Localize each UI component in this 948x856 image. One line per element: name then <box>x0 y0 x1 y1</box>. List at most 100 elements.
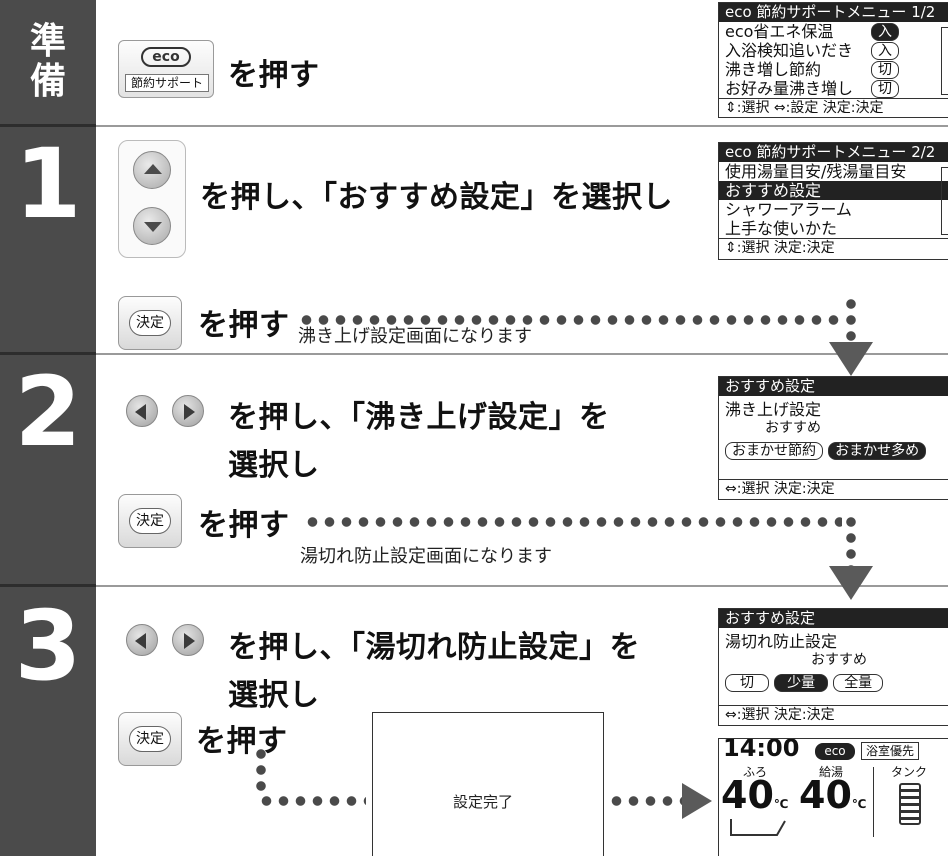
kettei-label: 決定 <box>129 310 171 336</box>
shortage-recommend: おすすめ <box>811 652 867 668</box>
boil-options: おまかせ節約 おまかせ多め <box>719 438 948 460</box>
menu1-row: 沸き増し節約切 <box>719 60 948 79</box>
done-label: 設定完了 <box>453 793 514 811</box>
arrow-right-icon <box>682 783 712 819</box>
kettei-label: 決定 <box>129 508 171 534</box>
step3-instruction-line2: 選択し <box>228 678 320 713</box>
right-button[interactable] <box>172 624 204 656</box>
menu2-screen: eco 節約サポートメニュー 2/2 使用湯量目安/残湯量目安 おすすめ設定 シ… <box>718 142 948 260</box>
eco-logo: eco <box>141 47 191 67</box>
divider <box>96 125 948 127</box>
step-sidebar <box>0 0 96 856</box>
menu2-row-selected: おすすめ設定 <box>719 181 948 200</box>
left-arrow-icon <box>135 404 146 420</box>
home-mode: 浴室優先 <box>861 742 920 760</box>
menu2-header: eco 節約サポートメニュー 2/2 <box>719 143 948 162</box>
kettei-label: 決定 <box>129 726 171 752</box>
step1-result: 沸き上げ設定画面になります <box>298 326 532 347</box>
step2-instruction: を押し、「沸き上げ設定」を <box>228 400 610 435</box>
eco-support-label: 節約サポート <box>125 74 209 92</box>
shortage-option: 全量 <box>833 674 884 692</box>
divider <box>873 767 874 837</box>
tank-label: タンク <box>891 765 928 779</box>
arrow-down-icon <box>829 342 873 376</box>
shortage-footer: ⇔:選択 決定:決定 <box>719 705 948 725</box>
shortage-option-selected: 少量 <box>774 674 829 692</box>
left-button[interactable] <box>126 395 158 427</box>
step-1-label: 1 <box>14 128 82 240</box>
boil-option-selected: おまかせ多め <box>828 442 927 460</box>
menu2-row: 使用湯量目安/残湯量目安 <box>725 162 907 181</box>
bathtub-icon <box>730 819 786 836</box>
step2-press: を押す <box>198 508 290 543</box>
up-arrow-icon <box>144 164 162 174</box>
step-3-label: 3 <box>14 590 82 702</box>
up-button[interactable] <box>133 151 171 189</box>
right-arrow-icon <box>184 404 195 420</box>
menu1-row: eco省エネ保温入 <box>719 22 948 41</box>
tank-icon <box>899 783 921 825</box>
divider <box>96 353 948 355</box>
menu1-scrollbar <box>941 27 948 95</box>
flow-dots <box>258 796 366 806</box>
left-button[interactable] <box>126 624 158 656</box>
kettei-button[interactable]: 決定 <box>118 712 182 766</box>
eco-support-button[interactable]: eco 節約サポート <box>118 40 214 98</box>
step3-instruction: を押し、「湯切れ防止設定」を <box>228 630 640 665</box>
supply-temp: 40℃ <box>799 773 867 817</box>
menu2-row: シャワーアラーム <box>725 200 852 219</box>
bath-temp: 40℃ <box>721 773 789 817</box>
flow-dots <box>298 315 842 325</box>
shortage-screen: おすすめ設定 湯切れ防止設定 おすすめ 切 少量 全量 ⇔:選択 決定:決定 <box>718 608 948 726</box>
boil-screen: おすすめ設定 沸き上げ設定 おすすめ おまかせ節約 おまかせ多め ⇔:選択 決定… <box>718 376 948 500</box>
boil-recommend: おすすめ <box>765 420 821 436</box>
shortage-option: 切 <box>725 674 769 692</box>
home-screen: 14:00 eco 浴室優先 ふろ 給湯 タンク 40℃ 40℃ <box>718 738 948 856</box>
flow-dots <box>256 746 266 792</box>
step3-press: を押す <box>196 724 288 759</box>
supply-label: 給湯 <box>819 765 844 779</box>
right-button[interactable] <box>172 395 204 427</box>
prep-instruction: を押す <box>228 58 320 93</box>
boil-header: おすすめ設定 <box>719 377 948 396</box>
home-time: 14:00 <box>723 738 800 762</box>
boil-line: 沸き上げ設定 <box>725 400 822 419</box>
step1-press: を押す <box>198 308 290 343</box>
menu1-screen: eco 節約サポートメニュー 1/2 eco省エネ保温入 入浴検知追いだき入 沸… <box>718 2 948 118</box>
done-box: 設定完了 <box>372 712 604 856</box>
boil-footer: ⇔:選択 決定:決定 <box>719 479 948 499</box>
left-arrow-icon <box>135 633 146 649</box>
kettei-button[interactable]: 決定 <box>118 296 182 350</box>
menu2-scrollbar <box>941 167 948 235</box>
flow-dots <box>846 296 856 344</box>
prep-label: 準備 <box>29 21 66 102</box>
step1-instruction: を押し、「おすすめ設定」を選択し <box>200 180 673 215</box>
menu2-footer: ⇕:選択 決定:決定 <box>719 238 948 258</box>
down-arrow-icon <box>144 222 162 232</box>
boil-option: おまかせ節約 <box>725 442 823 460</box>
home-eco: eco <box>815 743 855 760</box>
menu1-footer: ⇕:選択 ⇔:設定 決定:決定 <box>719 98 948 117</box>
menu1-header: eco 節約サポートメニュー 1/2 <box>719 3 948 22</box>
divider <box>96 585 948 587</box>
menu1-row: 入浴検知追いだき入 <box>719 41 948 60</box>
step-2-label: 2 <box>14 356 82 468</box>
menu2-row: 上手な使いかた <box>725 219 838 238</box>
flow-dots <box>304 517 842 527</box>
kettei-button[interactable]: 決定 <box>118 494 182 548</box>
up-down-buttons <box>118 140 186 258</box>
step2-instruction-line2: 選択し <box>228 448 320 483</box>
divider <box>0 584 96 587</box>
flow-dots <box>846 514 856 570</box>
shortage-options: 切 少量 全量 <box>719 670 948 692</box>
shortage-line: 湯切れ防止設定 <box>725 632 838 651</box>
right-arrow-icon <box>184 633 195 649</box>
bath-label: ふろ <box>743 765 768 779</box>
shortage-header: おすすめ設定 <box>719 609 948 628</box>
flow-dots <box>608 796 682 806</box>
arrow-down-icon <box>829 566 873 600</box>
divider <box>0 124 96 127</box>
step2-result: 湯切れ防止設定画面になります <box>300 546 552 567</box>
down-button[interactable] <box>133 207 171 245</box>
menu1-row: お好み量沸き増し切 <box>719 79 948 98</box>
